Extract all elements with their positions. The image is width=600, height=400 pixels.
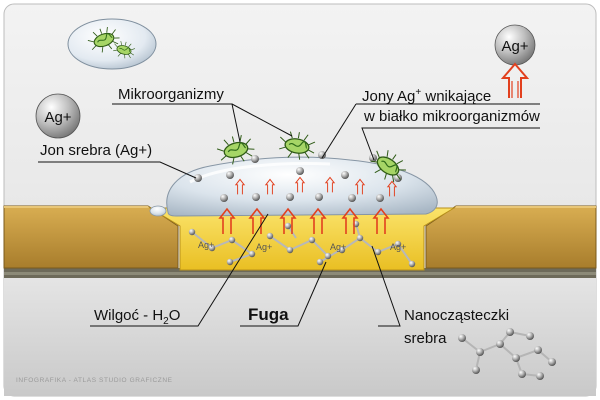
grout-ion-label: Ag+ bbox=[198, 240, 214, 250]
grout-ion-label: Ag+ bbox=[390, 242, 406, 252]
right-tile bbox=[425, 205, 597, 269]
label-silver-ions-penetrating: Jony Ag+ wnikające bbox=[362, 84, 491, 106]
silver-ion-left-label: Ag+ bbox=[44, 109, 71, 126]
label-moisture-prefix: Wilgoć - H bbox=[94, 307, 164, 324]
credit-text: INFOGRAFIKA - ATLAS STUDIO GRAFICZNE bbox=[16, 377, 173, 384]
small-droplet bbox=[149, 205, 167, 217]
silver-ions-in-droplet bbox=[194, 151, 402, 202]
grout-ion-label: Ag+ bbox=[256, 242, 272, 252]
label-moisture: Wilgoć - H2O bbox=[94, 307, 180, 331]
label-silver-ions-line2: w białko mikroorganizmów bbox=[364, 108, 540, 125]
nanoparticle-atoms bbox=[458, 328, 556, 380]
label-microorganisms: Mikroorganizmy bbox=[118, 86, 224, 103]
grout-ion-label: Ag+ bbox=[330, 242, 346, 252]
silver-ion-icon-left: Ag+ bbox=[35, 93, 81, 139]
label-moisture-suffix: O bbox=[168, 307, 181, 324]
label-silver-ions-line1: Jony Ag bbox=[362, 88, 416, 105]
label-silver-ions-superscript: + bbox=[415, 87, 422, 98]
grout bbox=[148, 207, 456, 271]
silver-ion-icon-top-right: Ag+ bbox=[494, 24, 536, 66]
label-moisture-subscript: 2 bbox=[163, 316, 169, 327]
label-silver-ions-line1-rest: wnikające bbox=[421, 88, 492, 105]
grout-molecule-atoms bbox=[188, 220, 416, 268]
release-arrow-icon bbox=[500, 62, 530, 98]
leader-lines bbox=[38, 103, 540, 327]
silver-ion-top-right-label: Ag+ bbox=[501, 38, 528, 55]
substrate-layer bbox=[4, 276, 596, 396]
label-grout: Fuga bbox=[248, 305, 289, 324]
label-nanoparticles-line2: srebra bbox=[404, 330, 447, 347]
left-tile bbox=[3, 205, 179, 269]
label-nanoparticles-line1: Nanocząsteczki bbox=[404, 307, 510, 324]
label-silver-ion: Jon srebra (Ag+) bbox=[40, 142, 153, 159]
microorganism-capsule-icon bbox=[67, 18, 157, 70]
